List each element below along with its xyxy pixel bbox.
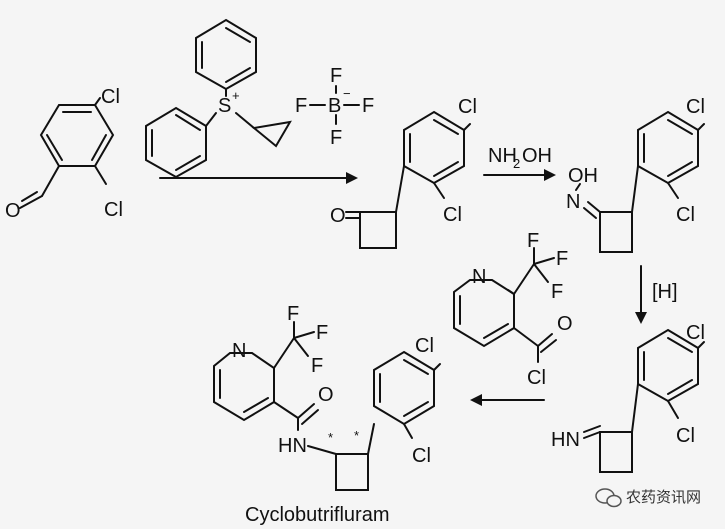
cl-label-6: Cl [676, 204, 695, 226]
product-name: Cyclobutrifluram [245, 504, 389, 526]
oxime-structure: Cl Cl N OH [566, 96, 705, 253]
reaction-arrow-2: NH 2 OH [483, 145, 556, 181]
cl-label-7: Cl [686, 322, 705, 344]
f-label-right: F [362, 95, 374, 117]
f-label-cf3-b1: F [287, 303, 299, 325]
o-label-2: O [330, 205, 346, 227]
reaction-arrow-4 [470, 394, 545, 406]
hn-label-amide: HN [278, 435, 307, 457]
o-label-4: O [318, 384, 334, 406]
reaction-arrow-1 [159, 172, 358, 184]
imine-structure: Cl Cl HN [551, 322, 705, 473]
f-label-cf3-a1: F [527, 230, 539, 252]
f-label-cf3-a2: F [556, 248, 568, 270]
wechat-icon [595, 488, 622, 508]
stereo-mark-1: * [328, 430, 333, 445]
stereo-mark-2: * [354, 428, 359, 443]
cyclobutrifluram-structure: N F F F O HN * * Cl Cl [213, 303, 441, 491]
reduction-label: [H] [652, 281, 678, 303]
f-label-cf3-b3: F [311, 355, 323, 377]
nh2oh-subscript: 2 [513, 156, 520, 171]
f-label-cf3-b2: F [316, 322, 328, 344]
b-charge-label: − [343, 86, 351, 101]
b-label: B [328, 95, 341, 117]
hn-label-imine: HN [551, 429, 580, 451]
watermark: 农药资讯网 [595, 488, 701, 508]
cl-label-2: Cl [104, 199, 123, 221]
cl-label-10: Cl [415, 335, 434, 357]
nh2oh-label-b: OH [522, 145, 552, 167]
s-label: S [218, 95, 231, 117]
watermark-text: 农药资讯网 [626, 489, 701, 506]
f-label-cf3-a3: F [551, 281, 563, 303]
cyclobutanone-structure: Cl Cl O [330, 96, 477, 249]
n-label-oxime: N [566, 191, 580, 213]
cl-label-8: Cl [676, 425, 695, 447]
cl-label-5: Cl [686, 96, 705, 118]
nicotinoyl-chloride-structure: N F F F O Cl [453, 230, 573, 389]
cl-label-1: Cl [101, 86, 120, 108]
s-charge-label: + [232, 88, 240, 103]
n-label-pyridine-2: N [232, 340, 246, 362]
f-label-bottom: F [330, 127, 342, 149]
cl-label-4: Cl [443, 204, 462, 226]
sulfonium-reagent-structure: S + F F B − F F [145, 18, 374, 179]
o-label-3: O [557, 313, 573, 335]
f-label-left: F [295, 95, 307, 117]
cl-label-11: Cl [412, 445, 431, 467]
n-label-pyridine-1: N [472, 266, 486, 288]
nh2oh-label-a: NH [488, 145, 517, 167]
reaction-arrow-3: [H] [635, 265, 678, 324]
o-label-1: O [5, 200, 21, 222]
f-label-top: F [330, 65, 342, 87]
cl-label-3: Cl [458, 96, 477, 118]
dichlorobenzaldehyde-structure: Cl Cl O [5, 86, 123, 222]
cl-label-9: Cl [527, 367, 546, 389]
oh-label: OH [568, 165, 598, 187]
